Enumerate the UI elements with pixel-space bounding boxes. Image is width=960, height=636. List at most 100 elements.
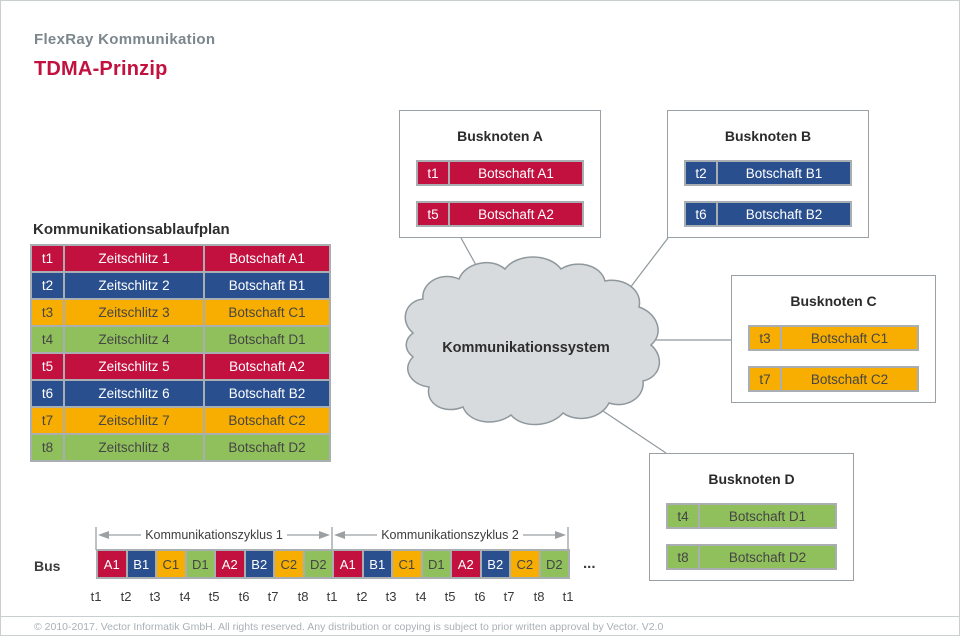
bus-slot: C1 — [391, 549, 423, 579]
busknoten-a-box: Busknoten A t1 Botschaft A1 t5 Botschaft… — [399, 110, 601, 238]
cycle-1-label: Kommunikationszyklus 1 — [145, 528, 283, 542]
time-label: t3 — [149, 589, 161, 604]
zeitschlitz-cell: Zeitschlitz 5 — [63, 352, 205, 381]
message-cell: Botschaft D1 — [728, 508, 807, 524]
bus-label: Bus — [34, 558, 61, 574]
time-label: t1 — [326, 589, 338, 604]
page-subtitle: FlexRay Kommunikation — [34, 31, 216, 48]
time-label: t8 — [533, 589, 545, 604]
cloud-label: Kommunikationssystem — [442, 340, 610, 356]
table-row: t4 Zeitschlitz 4 Botschaft D1 — [30, 325, 331, 354]
message-cell: Botschaft C2 — [810, 371, 889, 387]
message-cell: Botschaft C1 — [810, 330, 889, 346]
zeitschlitz-cell: Zeitschlitz 4 — [63, 325, 205, 354]
message-row: t3 Botschaft C1 — [748, 325, 919, 351]
message-row: t8 Botschaft D2 — [666, 544, 837, 570]
slot-id-cell: t1 — [30, 244, 65, 273]
node-title: Busknoten B — [724, 128, 812, 144]
table-row: t3 Zeitschlitz 3 Botschaft C1 — [30, 298, 331, 327]
time-label: t8 — [297, 589, 309, 604]
bus-slot: A1 — [332, 549, 364, 579]
node-title: Busknoten C — [790, 293, 877, 309]
busknoten-c-box: Busknoten C t3 Botschaft C1 t7 Botschaft… — [731, 275, 936, 403]
table-row: t1 Zeitschlitz 1 Botschaft A1 — [30, 244, 331, 273]
bus-slot: B1 — [125, 549, 157, 579]
bus-slot: A2 — [214, 549, 246, 579]
time-label: t1 — [90, 589, 102, 604]
bus-slot: B1 — [361, 549, 393, 579]
slot-id-cell: t3 — [750, 327, 782, 349]
table-row: t2 Zeitschlitz 2 Botschaft B1 — [30, 271, 331, 300]
zeitschlitz-cell: Zeitschlitz 2 — [63, 271, 205, 300]
bus-slot: D1 — [184, 549, 216, 579]
slot-id-cell: t3 — [30, 298, 65, 327]
message-cell: Botschaft B2 — [745, 206, 823, 222]
time-label: t6 — [474, 589, 486, 604]
time-label: t1 — [562, 589, 574, 604]
bus-slot: C2 — [273, 549, 305, 579]
message-row: t7 Botschaft C2 — [748, 366, 919, 392]
slot-id-cell: t5 — [30, 352, 65, 381]
schedule-table: t1 Zeitschlitz 1 Botschaft A1 t2 Zeitsch… — [30, 244, 331, 462]
botschaft-cell: Botschaft D2 — [203, 433, 331, 462]
botschaft-cell: Botschaft A1 — [203, 244, 331, 273]
message-row: t2 Botschaft B1 — [684, 160, 852, 186]
message-row: t5 Botschaft A2 — [416, 201, 584, 227]
slot-id-cell: t5 — [418, 203, 450, 225]
time-label: t3 — [385, 589, 397, 604]
bus-timeline: A1 B1 C1 D1 A2 B2 C2 D2 A1 B1 C1 D1 A2 B… — [96, 549, 570, 579]
slot-id-cell: t1 — [418, 162, 450, 184]
bus-slot: A1 — [96, 549, 128, 579]
bus-slot: B2 — [479, 549, 511, 579]
message-cell: Botschaft B1 — [745, 165, 823, 181]
connector-line-node-a — [460, 237, 497, 302]
zeitschlitz-cell: Zeitschlitz 8 — [63, 433, 205, 462]
botschaft-cell: Botschaft C2 — [203, 406, 331, 435]
botschaft-cell: Botschaft C1 — [203, 298, 331, 327]
time-label: t5 — [208, 589, 220, 604]
bus-slot: B2 — [243, 549, 275, 579]
botschaft-cell: Botschaft D1 — [203, 325, 331, 354]
slot-id-cell: t7 — [750, 368, 782, 390]
time-label: t6 — [238, 589, 250, 604]
bus-slot: A2 — [450, 549, 482, 579]
busknoten-d-box: Busknoten D t4 Botschaft D1 t8 Botschaft… — [649, 453, 854, 581]
time-label: t7 — [503, 589, 515, 604]
slot-id-cell: t6 — [30, 379, 65, 408]
bus-slot: C2 — [509, 549, 541, 579]
bus-slot: C1 — [155, 549, 187, 579]
slot-id-cell: t7 — [30, 406, 65, 435]
message-cell: Botschaft A1 — [478, 165, 554, 181]
botschaft-cell: Botschaft B1 — [203, 271, 331, 300]
slot-id-cell: t8 — [30, 433, 65, 462]
bus-slot: D2 — [302, 549, 334, 579]
node-title: Busknoten A — [457, 128, 543, 144]
bus-slot: D2 — [538, 549, 570, 579]
time-label: t5 — [444, 589, 456, 604]
message-row: t4 Botschaft D1 — [666, 503, 837, 529]
slot-id-cell: t2 — [30, 271, 65, 300]
time-label: t4 — [179, 589, 191, 604]
slot-id-cell: t6 — [686, 203, 718, 225]
page-title: TDMA-Prinzip — [34, 58, 168, 80]
zeitschlitz-cell: Zeitschlitz 7 — [63, 406, 205, 435]
bus-slot: D1 — [420, 549, 452, 579]
busknoten-b-box: Busknoten B t2 Botschaft B1 t6 Botschaft… — [667, 110, 869, 238]
message-cell: Botschaft D2 — [728, 549, 807, 565]
slot-id-cell: t2 — [686, 162, 718, 184]
botschaft-cell: Botschaft B2 — [203, 379, 331, 408]
table-row: t6 Zeitschlitz 6 Botschaft B2 — [30, 379, 331, 408]
slot-id-cell: t4 — [668, 505, 700, 527]
time-label: t7 — [267, 589, 279, 604]
zeitschlitz-cell: Zeitschlitz 1 — [63, 244, 205, 273]
zeitschlitz-cell: Zeitschlitz 3 — [63, 298, 205, 327]
node-title: Busknoten D — [708, 471, 795, 487]
time-label: t2 — [120, 589, 132, 604]
slot-id-cell: t4 — [30, 325, 65, 354]
footer-copyright: © 2010-2017. Vector Informatik GmbH. All… — [34, 621, 664, 633]
message-cell: Botschaft A2 — [478, 206, 554, 222]
message-row: t6 Botschaft B2 — [684, 201, 852, 227]
cycle-2-label: Kommunikationszyklus 2 — [381, 528, 519, 542]
connector-line-node-b — [622, 237, 669, 298]
